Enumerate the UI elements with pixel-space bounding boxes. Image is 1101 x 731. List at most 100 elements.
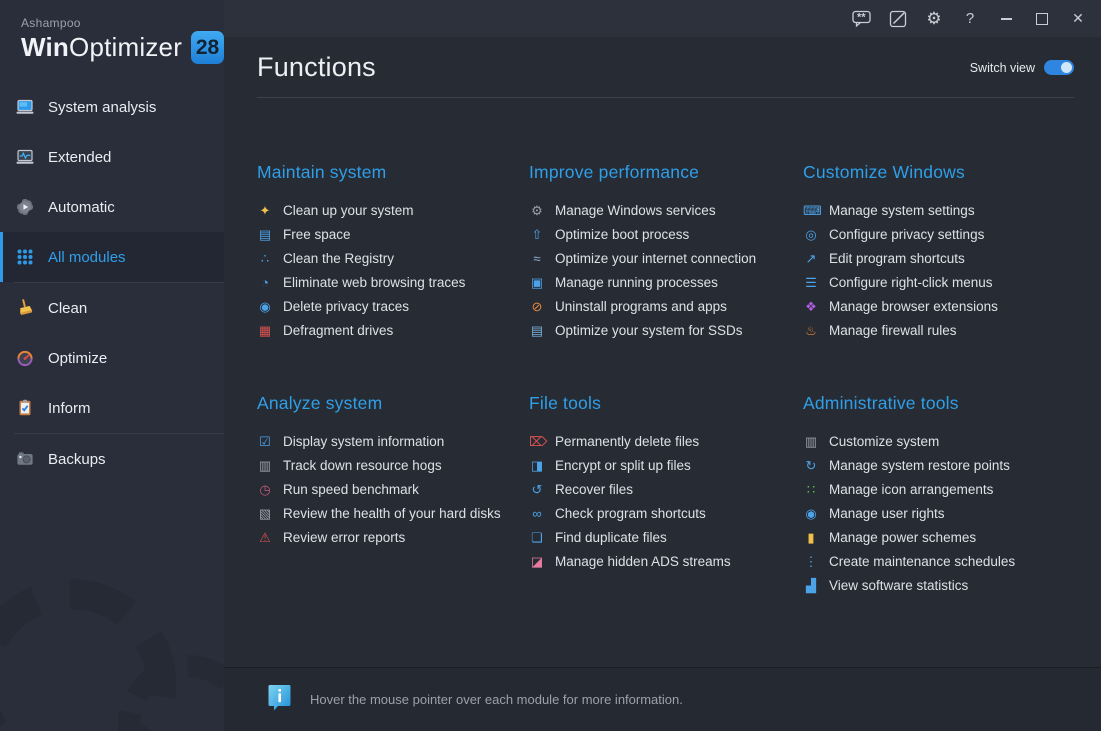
module-item[interactable]: ↻Manage system restore points [803,453,1101,477]
switch-view-toggle[interactable] [1044,60,1074,75]
feedback-button[interactable]: ** [847,5,877,33]
module-item[interactable]: ↗Edit program shortcuts [803,246,1101,270]
module-item[interactable]: ⋮Create maintenance schedules [803,549,1101,573]
delete-files-icon: ⌦ [529,433,548,449]
module-label: Manage user rights [829,505,945,521]
close-button[interactable]: ✕ [1072,10,1084,26]
module-item[interactable]: ▦Defragment drives [257,318,529,342]
module-label: Run speed benchmark [283,481,419,497]
module-item[interactable]: ▥Track down resource hogs [257,453,529,477]
module-item[interactable]: ◪Manage hidden ADS streams [529,549,803,573]
module-item[interactable]: ☑Display system information [257,429,529,453]
module-item[interactable]: ↺Recover files [529,477,803,501]
module-item[interactable]: ∞ Check program shortcuts [529,501,803,525]
titlebar: ** ⚙ ? ✕ [224,0,1101,37]
module-label: Configure right-click menus [829,274,993,290]
resource-hogs-icon: ▥ [258,457,272,473]
module-label: Manage power schemes [829,529,977,545]
internet-connection-icon: ≈ [533,250,541,266]
module-label: Optimize your internet connection [555,250,757,266]
module-label: Optimize boot process [555,226,690,242]
module-item[interactable]: ◨Encrypt or split up files [529,453,803,477]
encrypt-files-icon: ◨ [530,457,544,473]
module-label: Manage system settings [829,202,975,218]
module-item[interactable]: ∴Clean the Registry [257,246,529,270]
module-label: Manage running processes [555,274,718,290]
module-label: Check program shortcuts [555,505,706,521]
module-item[interactable]: ⌦ Permanently delete files [529,429,803,453]
sidebar-item-label: Clean [48,299,88,317]
section-title: Customize Windows [803,162,965,182]
maximize-button[interactable] [1027,5,1057,33]
module-label: Defragment drives [283,322,394,338]
module-item[interactable]: ⚠Review error reports [257,525,529,549]
broom-icon [14,298,35,318]
clipboard-check-icon [14,398,35,418]
module-item[interactable]: ≈ Optimize your internet connection [529,246,803,270]
module-item[interactable]: ✦Clean up your system [257,198,529,222]
sidebar-nav: System analysis Extended Automatic All m… [0,82,224,484]
module-item[interactable]: ▥Customize system [803,429,1101,453]
minimize-button[interactable] [991,5,1021,33]
module-item[interactable]: ⚙Manage Windows services [529,198,803,222]
module-label: Review error reports [283,529,406,545]
duplicate-files-icon: ❏ [531,529,543,545]
module-item[interactable]: ◎Configure privacy settings [803,222,1101,246]
module-item[interactable]: ⇧Optimize boot process [529,222,803,246]
web-traces-globe-icon: ◔ [261,274,269,290]
module-item[interactable]: ▣Manage running processes [529,270,803,294]
section-title: Analyze system [257,393,383,413]
module-item[interactable]: ◔Eliminate web browsing traces [257,270,529,294]
module-item[interactable]: ∷Manage icon arrangements [803,477,1101,501]
module-label: Clean the Registry [283,250,395,266]
module-item[interactable]: ▤Free space [257,222,529,246]
module-item[interactable]: ❏Find duplicate files [529,525,803,549]
release-notes-button[interactable] [883,5,913,33]
sidebar-item-all-modules[interactable]: All modules [0,232,224,282]
section-improve-performance: Improve performance ⚙Manage Windows serv… [529,162,803,342]
version-badge: 28 [191,31,224,64]
sidebar-item-optimize[interactable]: Optimize [0,333,224,383]
module-label: Recover files [555,481,634,497]
sidebar-item-clean[interactable]: Clean [0,283,224,333]
functions-grid: Maintain system ✦Clean up your system ▤F… [224,98,1101,667]
help-button[interactable]: ? [965,10,975,27]
module-item[interactable]: ▮Manage power schemes [803,525,1101,549]
uninstall-icon: ⊘ [531,298,543,314]
sidebar-item-system-analysis[interactable]: System analysis [0,82,224,132]
section-title: File tools [529,393,602,413]
sidebar-item-automatic[interactable]: Automatic [0,182,224,232]
settings-gear-button[interactable]: ⚙ [926,8,942,28]
module-label: Manage hidden ADS streams [555,553,731,569]
module-item[interactable]: ◷Run speed benchmark [257,477,529,501]
minimize-icon [1000,17,1012,20]
module-label: Permanently delete files [555,433,700,449]
module-label: Review the health of your hard disks [283,505,501,521]
check-shortcuts-icon: ∞ [532,505,542,521]
laptop-analysis-icon [14,97,35,117]
module-item[interactable]: ◉Manage user rights [803,501,1101,525]
module-item[interactable]: ♨Manage firewall rules [803,318,1101,342]
module-item[interactable]: ❖Manage browser extensions [803,294,1101,318]
module-item[interactable]: ▧Review the health of your hard disks [257,501,529,525]
sidebar-item-inform[interactable]: Inform [0,383,224,433]
browser-extensions-icon: ❖ [805,298,817,314]
maximize-icon [1036,12,1048,25]
privacy-settings-icon: ◎ [805,226,817,242]
svg-text:**: ** [857,11,866,23]
module-item[interactable]: ☰Configure right-click menus [803,270,1101,294]
module-item[interactable]: ▤Optimize your system for SSDs [529,318,803,342]
sidebar-item-backups[interactable]: Backups [0,434,224,484]
module-label: Optimize your system for SSDs [555,322,743,338]
section-customize-windows: Customize Windows ⌨Manage system setting… [803,162,1101,342]
module-item[interactable]: ◉Delete privacy traces [257,294,529,318]
switch-view-label: Switch view [969,60,1035,75]
header-divider [257,97,1074,98]
module-item[interactable]: ⊘Uninstall programs and apps [529,294,803,318]
module-item[interactable]: ⌨Manage system settings [803,198,1101,222]
module-item[interactable]: ▟View software statistics [803,573,1101,597]
switch-view-control: Switch view [970,60,1074,75]
sidebar-item-extended[interactable]: Extended [0,132,224,182]
sidebar-item-label: All modules [48,248,126,266]
module-label: Edit program shortcuts [829,250,965,266]
